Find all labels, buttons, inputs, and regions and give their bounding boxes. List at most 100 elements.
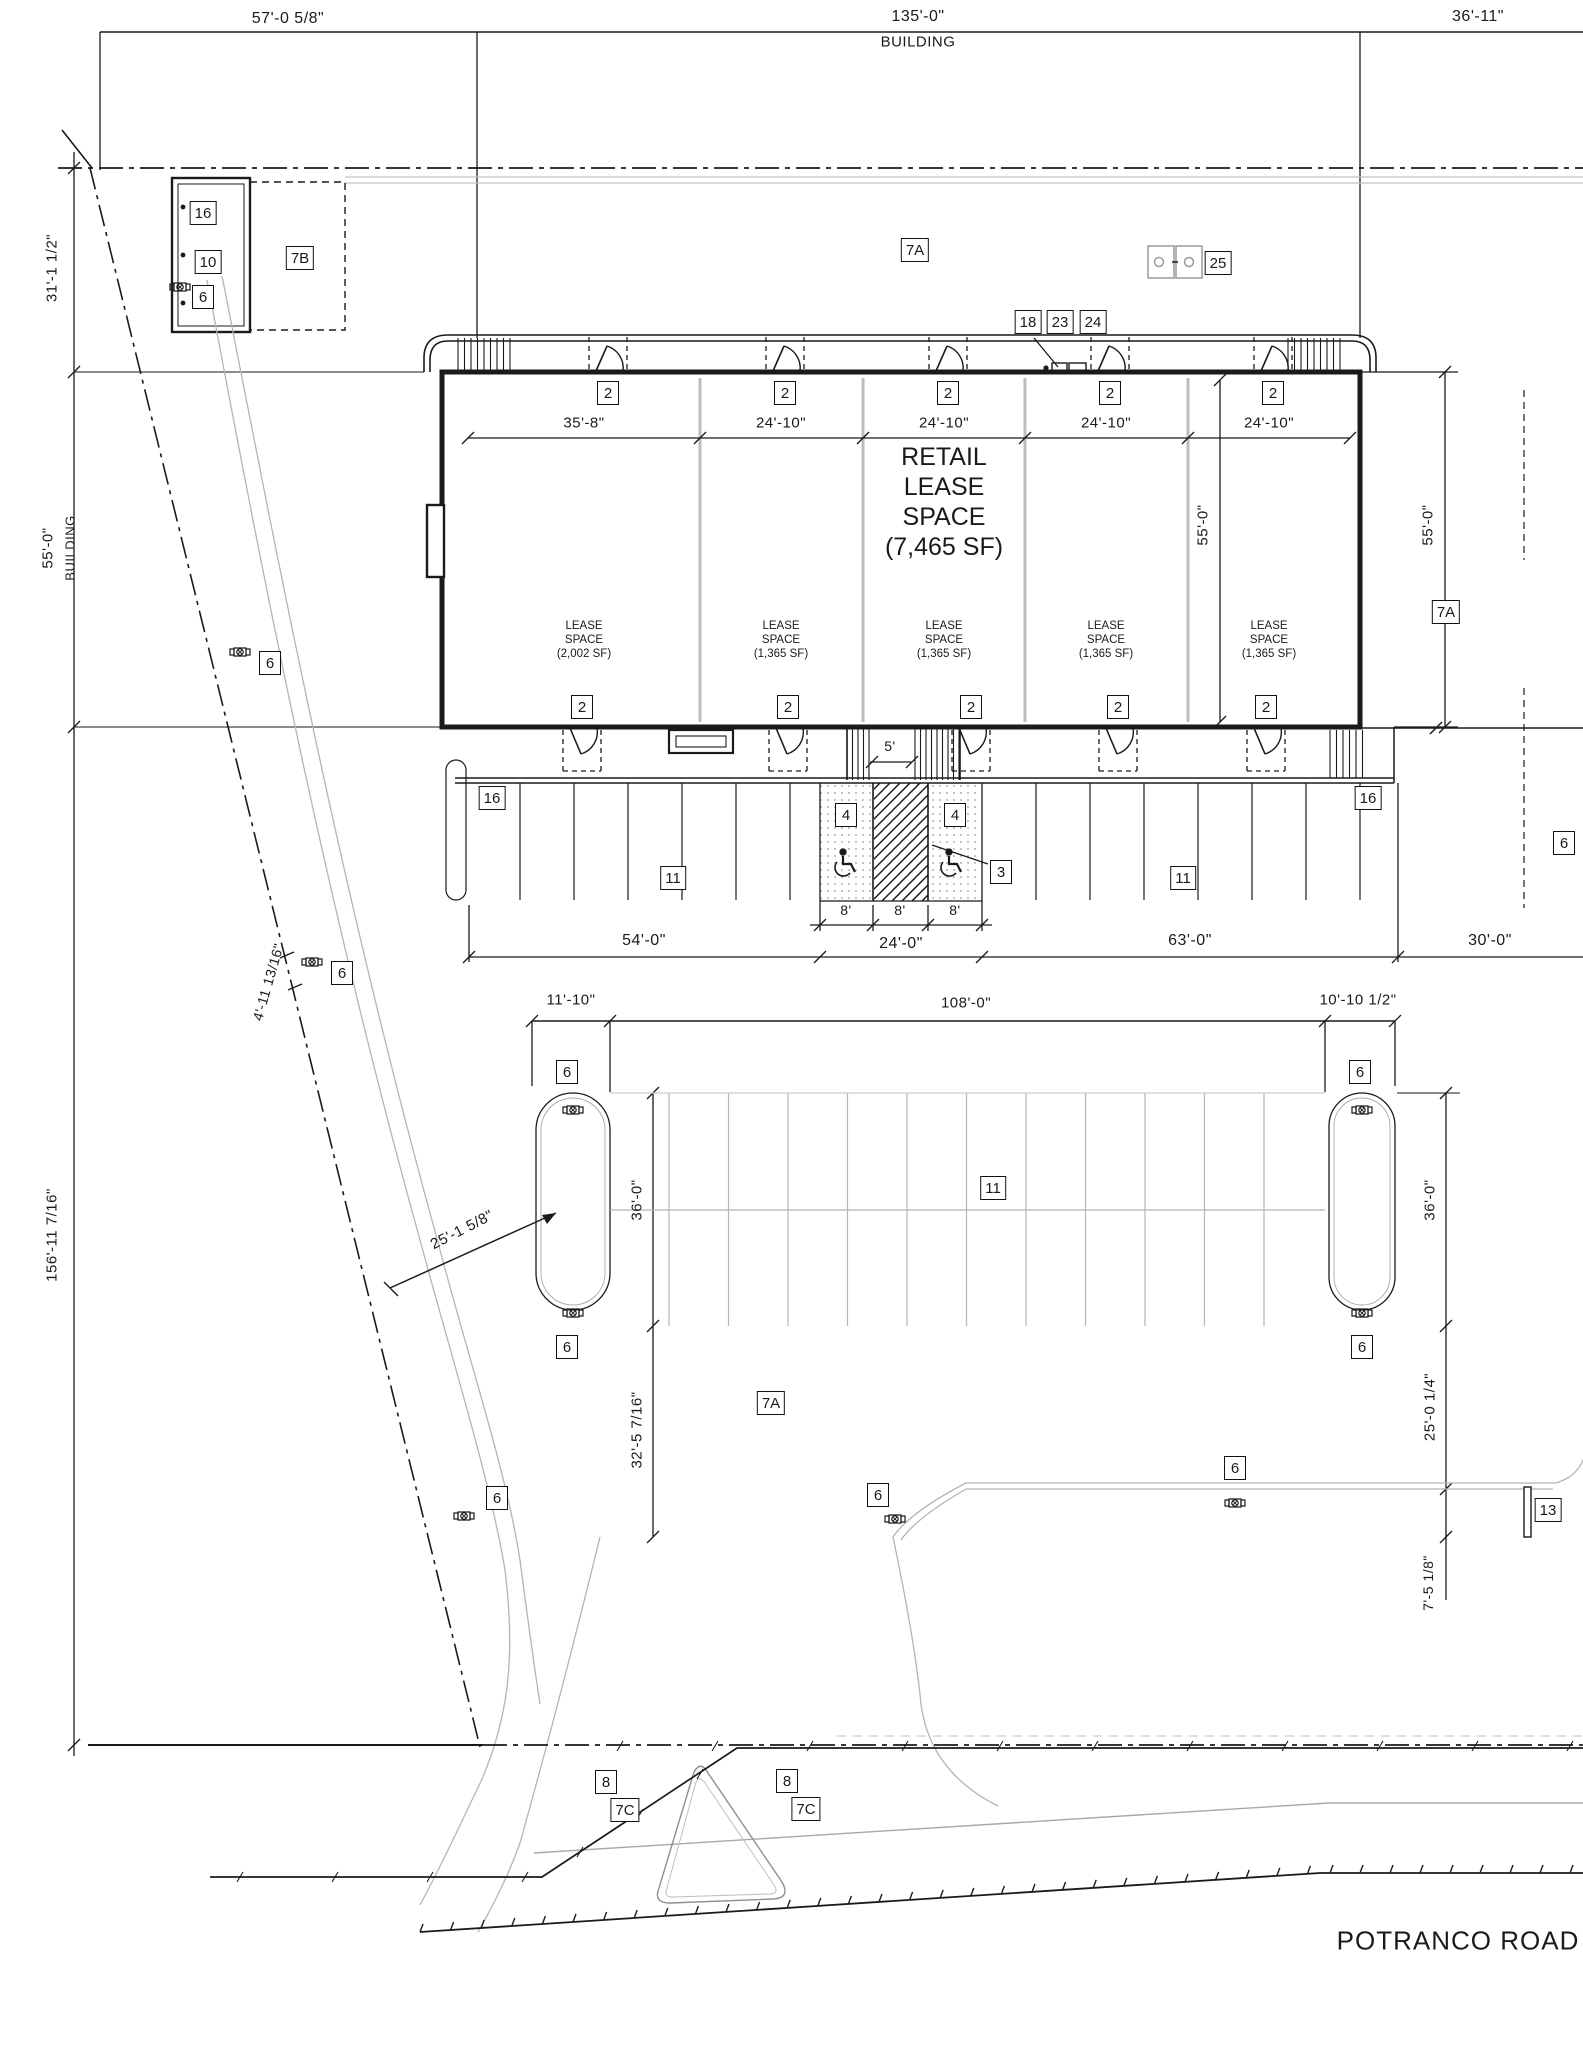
sign-post: [1523, 1486, 1532, 1538]
callout-24: 24: [1079, 310, 1107, 334]
lease-space-label: LEASE SPACE (1,365 SF): [1241, 620, 1297, 660]
callout-6: 6: [556, 1060, 578, 1084]
wall-fixture-icon: [1033, 337, 1087, 372]
callout-6: 6: [259, 651, 281, 675]
callout-11: 11: [980, 1176, 1006, 1200]
dim-label: 156'-11 7/16": [43, 1188, 61, 1282]
top-sidewalk-hatch: [457, 338, 1364, 778]
dim-label: 10'-10 1/2": [1319, 991, 1397, 1009]
entry-walkway: [846, 728, 961, 780]
dim-label: 57'-0 5/8": [251, 10, 325, 27]
callout-2: 2: [1255, 695, 1277, 719]
dim-label: 108'-0": [940, 994, 992, 1012]
dim-label: 55'-0": [39, 527, 57, 569]
callout-6: 6: [331, 961, 353, 985]
dim-label: 35'-8": [563, 414, 605, 432]
callout-7B: 7B: [285, 246, 315, 270]
left-dimensions: [67, 152, 446, 1756]
dim-label: 32'-5 7/16": [628, 1391, 646, 1469]
wheelchair-icons: [834, 848, 962, 877]
callout-16: 16: [1354, 786, 1382, 810]
light-pole-icons: [169, 282, 1373, 1524]
callout-6: 6: [556, 1335, 578, 1359]
curb-lines: [206, 275, 1583, 1933]
callout-6: 6: [1351, 1335, 1373, 1359]
dim-label: 63'-0": [1168, 932, 1212, 949]
callout-2: 2: [571, 695, 593, 719]
callout-2: 2: [774, 381, 796, 405]
callout-6: 6: [486, 1486, 508, 1510]
lower-parking-stalls: [610, 1092, 1325, 1326]
callout-2: 2: [960, 695, 982, 719]
dim-label: 8': [949, 902, 961, 918]
dim-label: 54'-0": [622, 932, 666, 949]
lease-space-label: LEASE SPACE (1,365 SF): [916, 620, 972, 660]
callout-6: 6: [1553, 831, 1575, 855]
dim-label: BUILDING: [880, 33, 956, 51]
building-outline: [425, 369, 1363, 730]
dim-label: 11'-10": [546, 991, 596, 1009]
parking-dimensions: [462, 783, 1583, 964]
walkway-5ft-dim: [865, 755, 919, 769]
accessible-parking: [819, 783, 989, 902]
dim-label: 31'-1 1/2": [43, 233, 61, 303]
callout-18: 18: [1014, 310, 1042, 334]
callout-8: 8: [595, 1770, 617, 1794]
callout-6: 6: [1224, 1456, 1246, 1480]
dim-label: 135'-0": [891, 8, 945, 25]
doors: [562, 337, 1293, 772]
callout-7A: 7A: [756, 1391, 786, 1415]
callout-13: 13: [1534, 1498, 1562, 1522]
callout-23: 23: [1046, 310, 1074, 334]
property-lines: [58, 129, 1583, 1748]
dim-label: 36'-11": [1452, 8, 1504, 25]
callout-8: 8: [776, 1769, 798, 1793]
dim-label: BUILDING: [62, 515, 78, 581]
dim-label: 55'-0": [1419, 504, 1437, 546]
callout-2: 2: [937, 381, 959, 405]
porkchop-island: [656, 1765, 786, 1904]
dim-label: 25'-0 1/4": [1421, 1372, 1439, 1442]
callout-11: 11: [1170, 866, 1196, 890]
callout-4: 4: [944, 803, 966, 827]
dim-label: 30'-0": [1468, 932, 1512, 949]
callout-2: 2: [1107, 695, 1129, 719]
dim-label: 8': [894, 902, 906, 918]
dim-label: 24'-0": [879, 935, 923, 952]
dim-label: 24'-10": [755, 414, 807, 432]
lower-lot-dimensions: [525, 1014, 1460, 1600]
callout-2: 2: [1262, 381, 1284, 405]
lower-lot-islands: [535, 1092, 1396, 1311]
callout-6: 6: [867, 1483, 889, 1507]
callout-2: 2: [597, 381, 619, 405]
callout-10: 10: [194, 250, 222, 274]
dim-label: 24'-10": [1243, 414, 1295, 432]
callout-7A: 7A: [1431, 600, 1461, 624]
callout-16: 16: [478, 786, 506, 810]
callout-2: 2: [777, 695, 799, 719]
dim-label: 36'-0": [1421, 1179, 1439, 1221]
lease-space-label: LEASE SPACE (1,365 SF): [1078, 620, 1134, 660]
right-dimensions: [1213, 365, 1458, 734]
callout-25: 25: [1204, 251, 1232, 275]
callout-6: 6: [192, 285, 214, 309]
callout-7C: 7C: [610, 1798, 640, 1822]
callout-3: 3: [990, 860, 1012, 884]
top-sidewalk: [423, 334, 1377, 372]
callout-4: 4: [835, 803, 857, 827]
callout-6: 6: [1349, 1060, 1371, 1084]
road-label: POTRANCO ROAD: [1336, 1925, 1580, 1956]
aisle-diagonal-dim: [279, 951, 557, 1297]
lease-space-label: LEASE SPACE (2,002 SF): [556, 620, 612, 660]
callout-7A: 7A: [900, 238, 930, 262]
dim-label: 7'-5 1/8": [1420, 1555, 1436, 1611]
dim-label: 55'-0": [1194, 504, 1212, 546]
callout-11: 11: [660, 866, 686, 890]
top-dimension-lines: [99, 31, 1583, 338]
callout-7C: 7C: [791, 1797, 821, 1821]
bottom-sidewalk: [445, 390, 1583, 908]
dim-label: 8': [840, 902, 852, 918]
dim-label: 36'-0": [628, 1179, 646, 1221]
